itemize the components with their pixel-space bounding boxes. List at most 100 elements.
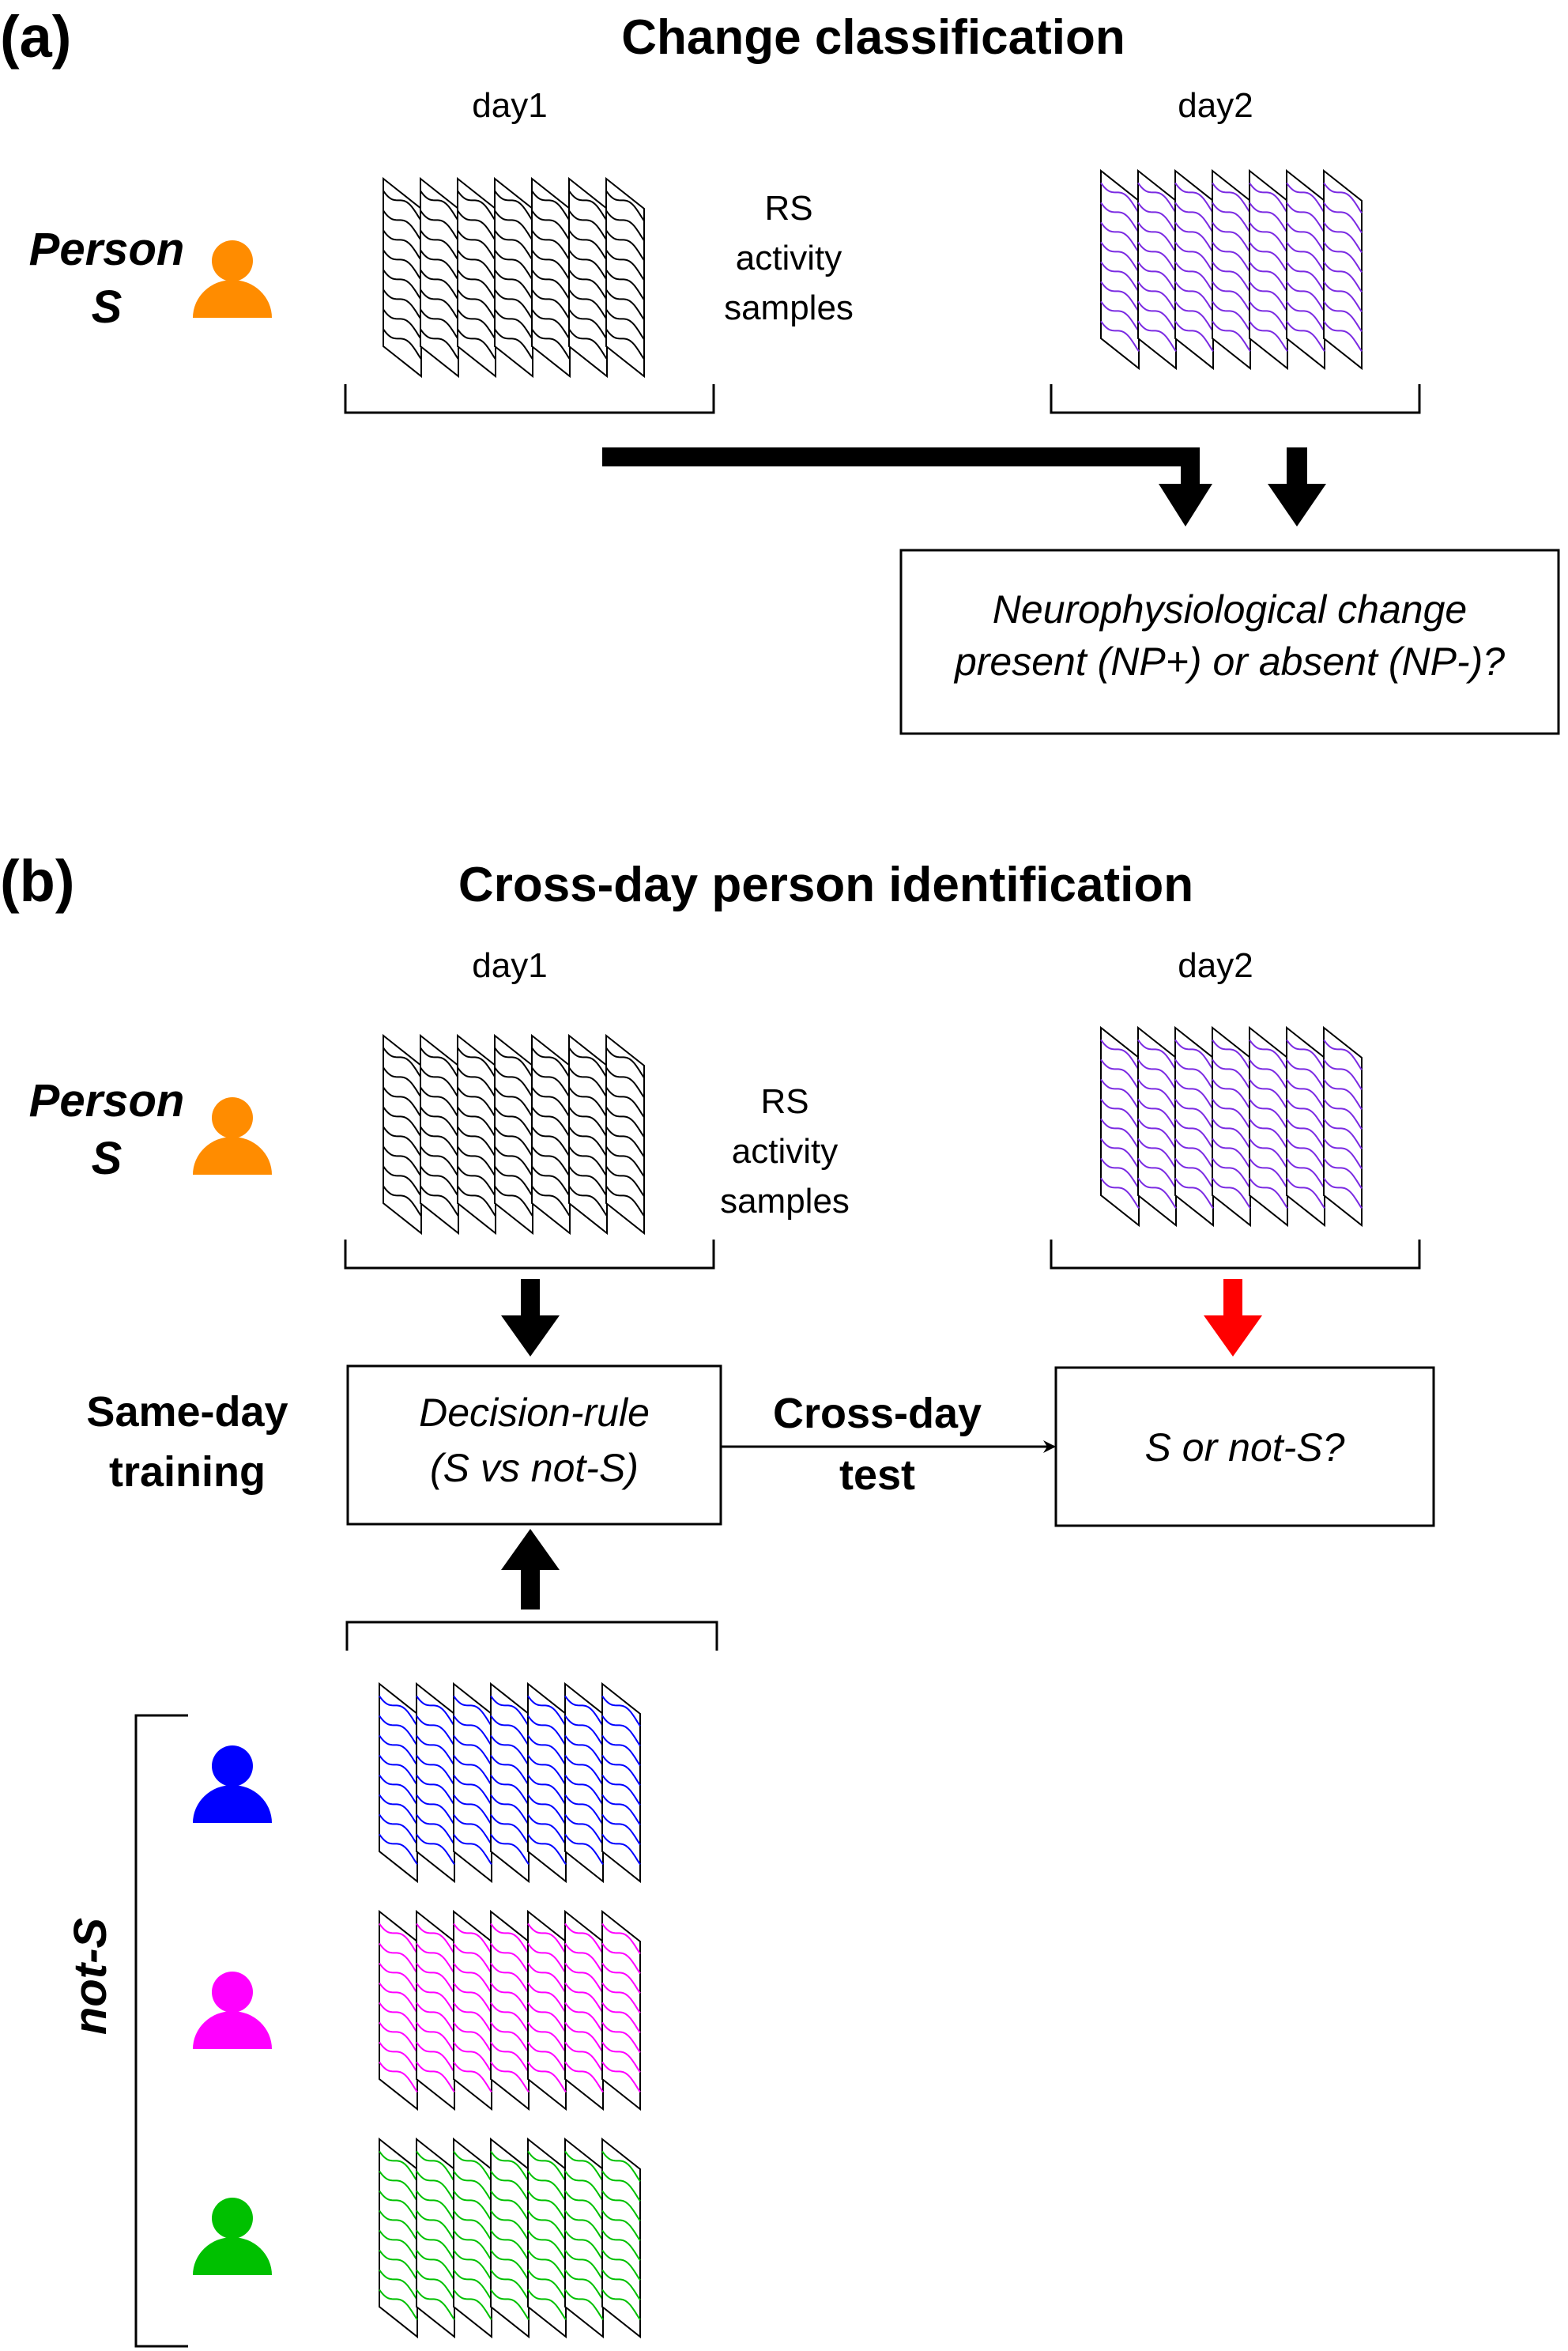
panel-a-rs-line1: RS — [764, 189, 812, 228]
day1-sample-stack — [383, 1033, 645, 1236]
panel-a-person-s-label: S — [92, 281, 122, 333]
change-result-box — [899, 549, 1560, 735]
panel-a-day2-label: day2 — [1178, 86, 1253, 125]
not-s-magenta-sample-stack — [379, 1909, 641, 2111]
panel-b-rs-line2: activity — [732, 1132, 838, 1171]
sample-sheet — [383, 176, 422, 379]
day2-sample-stack — [1100, 168, 1363, 371]
sample-sheet — [379, 2137, 418, 2339]
sample-sheet — [490, 1681, 530, 1884]
sample-sheet — [494, 176, 533, 379]
sample-sheet — [490, 1909, 530, 2111]
cross-day-test-label-line2: test — [839, 1451, 915, 1499]
day2-sample-stack — [1100, 1025, 1363, 1228]
sample-sheet — [379, 1681, 418, 1884]
change-result-line1: Neurophysiological change — [993, 587, 1467, 632]
panel-a-rs-line3: samples — [724, 289, 854, 327]
sample-sheet — [383, 1033, 422, 1236]
day1-bracket — [344, 1240, 715, 1270]
sample-sheet — [531, 176, 571, 379]
not-s-bracket — [345, 1621, 718, 1651]
sample-sheet — [416, 1909, 455, 2111]
not-s-person-blue-icon — [193, 1745, 272, 1823]
sample-sheet — [420, 1033, 459, 1236]
sample-sheet — [1286, 1025, 1325, 1228]
day2-to-result-arrow — [1268, 447, 1326, 526]
sample-sheet — [564, 2137, 604, 2339]
sample-sheet — [564, 1681, 604, 1884]
sample-sheet — [490, 2137, 530, 2339]
person-s-icon — [193, 240, 272, 318]
sample-sheet — [601, 1681, 641, 1884]
panel-a: (a) Change classification day1 day2 Pers… — [0, 4, 1560, 735]
sample-sheet — [531, 1033, 571, 1236]
panel-a-person-label: Person — [29, 224, 185, 275]
panel-b: (b) Cross-day person identification day1… — [0, 848, 1435, 2348]
day2-to-test-arrow — [1204, 1279, 1262, 1357]
not-s-group-bracket — [134, 1714, 188, 2348]
sample-sheet — [527, 1909, 567, 2111]
panel-a-rs-line2: activity — [736, 239, 842, 277]
sample-sheet — [564, 1909, 604, 2111]
panel-b-letter: (b) — [0, 848, 75, 914]
sample-sheet — [1137, 1025, 1177, 1228]
sample-sheet — [568, 1033, 608, 1236]
sample-sheet — [1249, 168, 1288, 371]
not-s-group-label: not-S — [65, 1918, 116, 2035]
panel-b-title: Cross-day person identification — [458, 858, 1193, 912]
sample-sheet — [416, 2137, 455, 2339]
day1-to-rule-arrow — [501, 1279, 560, 1357]
sample-sheet — [601, 2137, 641, 2339]
sample-sheet — [1212, 168, 1251, 371]
panel-b-rs-line3: samples — [720, 1182, 850, 1221]
sample-sheet — [416, 1681, 455, 1884]
day1-to-result-arrow — [602, 447, 1212, 526]
sample-sheet — [1137, 168, 1177, 371]
not-s-to-rule-arrow — [501, 1529, 560, 1609]
sample-sheet — [601, 1909, 641, 2111]
change-result-line2: present (NP+) or absent (NP-)? — [953, 640, 1505, 684]
panel-b-rs-line1: RS — [760, 1082, 808, 1121]
test-query-box — [1054, 1366, 1435, 1527]
sample-sheet — [1100, 1025, 1140, 1228]
panel-b-day2-label: day2 — [1178, 946, 1253, 985]
day1-sample-stack — [383, 176, 645, 379]
sample-sheet — [1286, 168, 1325, 371]
panel-b-person-label: Person — [29, 1075, 185, 1126]
day2-bracket — [1050, 1240, 1421, 1270]
sample-sheet — [1212, 1025, 1251, 1228]
decision-rule-line1: Decision-rule — [419, 1391, 650, 1435]
not-s-green-sample-stack — [379, 2137, 641, 2339]
sample-sheet — [1249, 1025, 1288, 1228]
sample-sheet — [453, 2137, 492, 2339]
cross-day-test-label-line1: Cross-day — [773, 1390, 982, 1437]
not-s-blue-sample-stack — [379, 1681, 641, 1884]
sample-sheet — [1323, 1025, 1363, 1228]
sample-sheet — [1174, 168, 1214, 371]
sample-sheet — [457, 1033, 496, 1236]
sample-sheet — [527, 2137, 567, 2339]
sample-sheet — [457, 176, 496, 379]
day1-bracket — [344, 384, 715, 414]
training-label-line1: Same-day — [86, 1388, 288, 1436]
panel-b-person-s-label: S — [92, 1133, 122, 1184]
person-s-icon — [193, 1097, 272, 1175]
sample-sheet — [379, 1909, 418, 2111]
sample-sheet — [453, 1909, 492, 2111]
panel-a-day1-label: day1 — [472, 86, 547, 125]
day2-bracket — [1050, 384, 1421, 414]
sample-sheet — [1323, 168, 1363, 371]
panel-b-day1-label: day1 — [472, 946, 547, 985]
sample-sheet — [527, 1681, 567, 1884]
sample-sheet — [605, 1033, 645, 1236]
sample-sheet — [605, 176, 645, 379]
sample-sheet — [568, 176, 608, 379]
training-label-line2: training — [109, 1448, 266, 1496]
decision-rule-line2: (S vs not-S) — [430, 1446, 639, 1490]
sample-sheet — [1100, 168, 1140, 371]
not-s-person-magenta-icon — [193, 1972, 272, 2049]
sample-sheet — [494, 1033, 533, 1236]
sample-sheet — [1174, 1025, 1214, 1228]
test-query-text: S or not-S? — [1145, 1425, 1345, 1470]
